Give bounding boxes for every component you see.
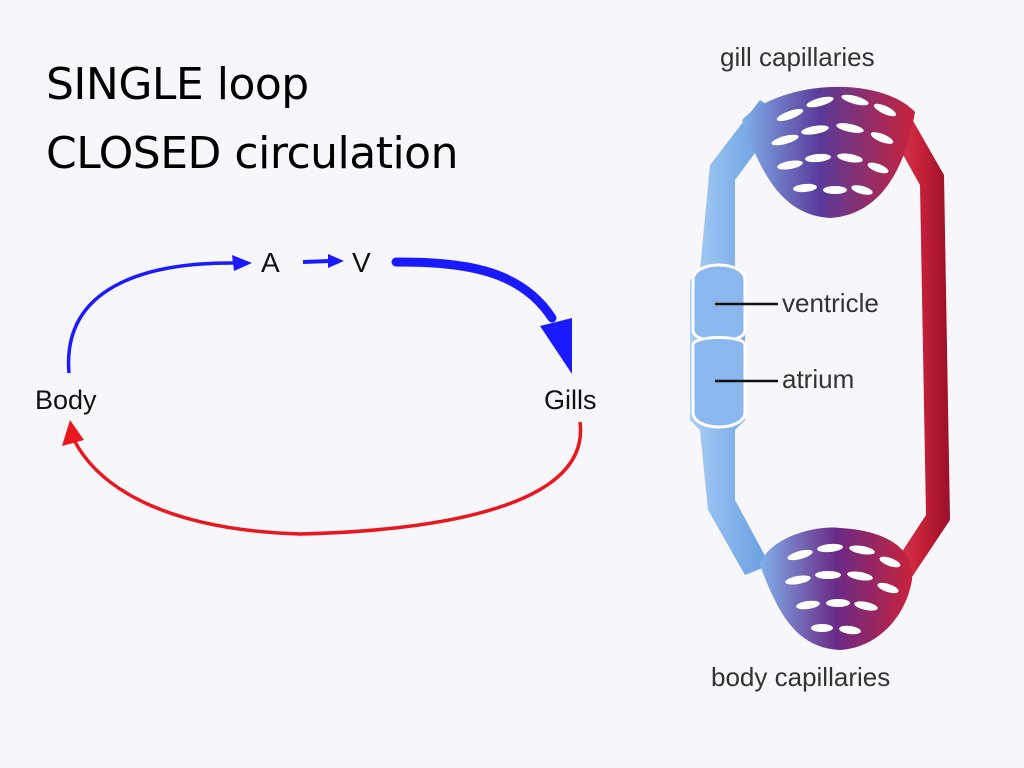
node-gills-label: Gills [544,385,597,415]
atrium-to-ventricle-arrow [302,259,331,264]
title-line-2: CLOSED circulation [46,128,459,179]
body-to-atrium-arrowhead [232,255,252,271]
ventricle-to-gills-arrowhead [540,318,572,374]
body-capillary-mesh [785,543,901,635]
node-ventricle-label: V [352,247,371,278]
gill-capillary-mesh [771,94,897,195]
atrium-label: atrium [782,364,855,394]
gills-to-body-arrow [72,421,583,536]
atrium-chamber [691,336,747,429]
gills-to-body-arrowhead [62,420,84,446]
body-capillaries-label: body capillaries [711,662,891,692]
gill-capillary-bed [742,86,915,218]
atrium-to-ventricle-arrowhead [328,254,344,268]
dorsal-aorta-vessel [888,112,950,580]
node-body-label: Body [35,385,97,415]
gill-capillaries-label: gill capillaries [720,42,875,72]
node-atrium-label: A [261,247,280,278]
title-line-1: SINGLE loop [46,59,309,110]
ventricle-label: ventricle [782,288,879,318]
body-to-atrium-arrow [66,261,237,374]
slide-title: SINGLE loop CLOSED circulation [46,50,459,188]
ventricle-to-gills-arrow [391,257,557,323]
